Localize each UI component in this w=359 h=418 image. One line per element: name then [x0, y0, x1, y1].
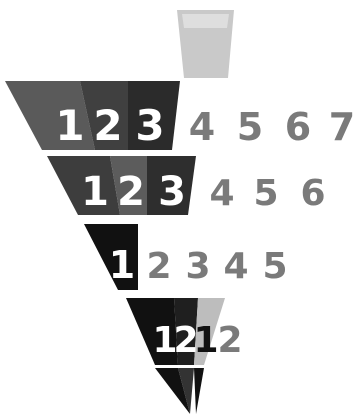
row-2-digit-1: 1: [81, 169, 109, 215]
row-4-digit-3: 1: [193, 320, 218, 361]
row-2-digit-4: 4: [209, 173, 234, 214]
row-1: 1 2 3 4 5 6 7: [5, 81, 355, 150]
row-3-digit-2: 2: [146, 246, 171, 287]
row-4: 1 2 1 2: [126, 298, 243, 365]
row-2: 1 2 3 4 5 6: [47, 156, 326, 215]
row-3-digit-3: 3: [185, 246, 210, 287]
row-1-digit-2: 2: [93, 101, 122, 150]
row-2-digit-3: 3: [158, 169, 186, 215]
row-3: 1 2 3 4 5: [84, 224, 288, 290]
row-1-digit-5: 5: [237, 105, 263, 149]
row-1-digit-1: 1: [55, 101, 84, 150]
row-3-digit-5: 5: [262, 246, 287, 287]
row-2-digit-2: 2: [117, 169, 145, 215]
row-4-digit-4: 2: [217, 320, 242, 361]
row-2-digit-6: 6: [300, 173, 325, 214]
row-3-digit-4: 4: [223, 246, 248, 287]
row-3-digit-1: 1: [109, 243, 135, 287]
row-2-digit-5: 5: [253, 173, 278, 214]
row-1-digit-6: 6: [285, 105, 311, 149]
row-1-digit-7: 7: [329, 105, 355, 149]
row-1-digit-3: 3: [135, 101, 164, 150]
row-1-digit-4: 4: [189, 105, 215, 149]
cup-icon: [177, 10, 234, 78]
pyramid-tip: [155, 368, 204, 414]
